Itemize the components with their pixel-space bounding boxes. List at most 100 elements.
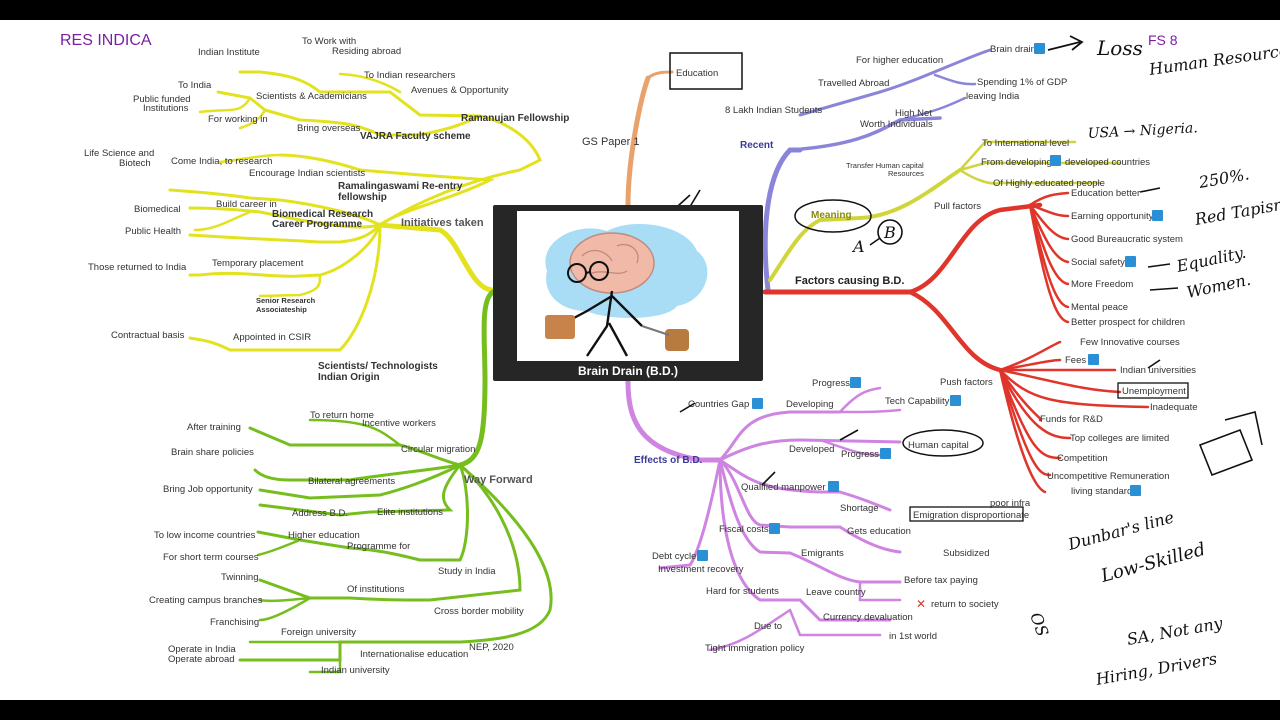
cross-icon: ✕ bbox=[916, 597, 926, 611]
node-debt: Debt cycle bbox=[652, 551, 696, 562]
node-emigrants: Emigrants bbox=[801, 548, 844, 559]
node-short-term: For short term courses bbox=[163, 552, 259, 563]
node-human-capital: Human capital bbox=[908, 440, 969, 451]
node-subsidized: Subsidized bbox=[943, 548, 989, 559]
node-push: Push factors bbox=[940, 377, 993, 388]
node-higher-education: Higher education bbox=[288, 530, 360, 541]
node-build-career: Build career in bbox=[216, 199, 277, 210]
node-qualified: Qualified manpower bbox=[741, 482, 826, 493]
node-address: Address B.D. bbox=[292, 508, 348, 519]
hand-a: A bbox=[851, 237, 865, 256]
hand-circle-b bbox=[877, 219, 903, 245]
node-operate-india: Operate in India bbox=[168, 644, 236, 655]
up-arrow-icon bbox=[1152, 210, 1163, 221]
node-dev-countries: developed countries bbox=[1065, 157, 1150, 168]
node-inadequate: Inadequate bbox=[1150, 402, 1198, 413]
node-hnw-2: Worth Individuals bbox=[860, 119, 933, 130]
node-bmrc-1: Biomedical Research bbox=[272, 209, 373, 220]
node-life-science-2: Biotech bbox=[119, 158, 151, 169]
right-arrow-icon bbox=[1050, 155, 1061, 166]
emigration-box bbox=[909, 506, 1024, 522]
node-hard-students: Hard for students bbox=[706, 586, 779, 597]
pull-item-3: Social safety bbox=[1071, 257, 1125, 268]
node-after-training: After training bbox=[187, 422, 241, 433]
node-bring-job: Bring Job opportunity bbox=[163, 484, 253, 495]
node-return-home: To return home bbox=[310, 410, 374, 421]
node-way-forward: Way Forward bbox=[464, 474, 533, 486]
node-scientists-acad: Scientists & Academicians bbox=[256, 91, 367, 102]
down-arrow-icon bbox=[1130, 485, 1141, 496]
node-leaving: leaving India bbox=[966, 91, 1020, 102]
node-investment: Investment recovery bbox=[658, 564, 744, 575]
node-countries-gap: Countries Gap bbox=[688, 399, 749, 410]
node-transfer-2: Resources bbox=[888, 169, 924, 178]
node-bmrc-2: Career Programme bbox=[272, 219, 362, 230]
node-to-india: To India bbox=[178, 80, 212, 91]
node-sra-2: Associateship bbox=[256, 305, 307, 314]
up-arrow-icon bbox=[1088, 354, 1099, 365]
node-study-india: Study in India bbox=[438, 566, 496, 577]
up-arrow-icon bbox=[1034, 43, 1045, 54]
node-gs-paper: GS Paper 1 bbox=[582, 136, 639, 148]
node-ramalinga-2: fellowship bbox=[338, 192, 387, 203]
node-currency: Currency devaluation bbox=[823, 612, 913, 623]
node-due-to: Due to bbox=[754, 621, 782, 632]
hand-women: Women. bbox=[1185, 270, 1253, 302]
node-ramalinga-1: Ramalingaswami Re-entry bbox=[338, 181, 463, 192]
node-working-in: For working in bbox=[208, 114, 268, 125]
hand-arrow bbox=[1047, 35, 1084, 51]
node-encourage: Encourage Indian scientists bbox=[249, 168, 365, 179]
node-gets-edu: Gets education bbox=[847, 526, 911, 537]
central-node-title: Brain Drain (B.D.) bbox=[577, 364, 678, 378]
down-arrow-icon bbox=[850, 377, 861, 388]
node-public-funded-1: Public funded bbox=[133, 94, 191, 105]
node-twinning: Twinning bbox=[221, 572, 259, 583]
node-recent: Recent bbox=[740, 140, 774, 151]
node-transfer-1: Transfer Human capital bbox=[846, 161, 924, 170]
up-arrow-icon bbox=[1125, 256, 1136, 267]
node-operate-abroad: Operate abroad bbox=[168, 654, 235, 665]
node-spending: Spending 1% of GDP bbox=[977, 77, 1067, 88]
unemployment-box bbox=[1117, 382, 1189, 399]
down-arrow-icon bbox=[950, 395, 961, 406]
node-cross-border: Cross border mobility bbox=[434, 606, 524, 617]
node-meaning: Meaning bbox=[811, 210, 852, 221]
human-capital-circle bbox=[902, 429, 984, 457]
hand-hiring: Hiring, Drivers bbox=[1093, 649, 1218, 689]
node-students: 8 Lakh Indian Students bbox=[725, 105, 822, 116]
node-internationalise: Internationalise education bbox=[360, 649, 468, 660]
node-public-funded-2: Institutions bbox=[143, 103, 189, 114]
meaning-circle bbox=[794, 199, 872, 233]
node-life-science-1: Life Science and bbox=[84, 148, 154, 159]
node-franchising: Franchising bbox=[210, 617, 259, 628]
node-tight: Tight immigration policy bbox=[705, 643, 805, 654]
node-bring-overseas: Bring overseas bbox=[297, 123, 361, 134]
node-indian-inst: Indian Institute bbox=[198, 47, 260, 58]
node-first-world: in 1st world bbox=[889, 631, 937, 642]
mind-map-canvas: GS Paper 1 Education Recent 8 Lakh India… bbox=[0, 20, 1280, 700]
node-travelled: Travelled Abroad bbox=[818, 78, 889, 89]
pull-item-0: Education better bbox=[1071, 188, 1140, 199]
node-tech-cap: Tech Capability bbox=[885, 396, 950, 407]
node-come-india: Come India, to research bbox=[171, 156, 272, 167]
hand-low-skilled: Low-Skilled bbox=[1098, 539, 1208, 587]
node-return-society: return to society bbox=[931, 599, 999, 610]
pull-item-1: Earning opportunity bbox=[1071, 211, 1154, 222]
node-sto-2: Indian Origin bbox=[318, 372, 380, 383]
node-unemployment: Unemployment bbox=[1122, 386, 1186, 397]
node-education: Education bbox=[676, 68, 718, 79]
node-factors: Factors causing B.D. bbox=[795, 275, 904, 287]
node-from-dev: From developing bbox=[981, 157, 1052, 168]
node-contractual: Contractual basis bbox=[111, 330, 185, 341]
node-fees: Fees bbox=[1065, 355, 1086, 366]
hand-strokes bbox=[1139, 187, 1179, 369]
node-csir: Appointed in CSIR bbox=[233, 332, 311, 343]
node-brain-drain: Brain drain bbox=[990, 44, 1036, 55]
node-emigration: Emigration disproportionate bbox=[913, 510, 1029, 521]
hand-os: OS bbox=[1026, 610, 1052, 639]
node-hnw-1: High Net bbox=[895, 108, 932, 119]
node-developing: Developing bbox=[786, 399, 834, 410]
hand-sketch bbox=[1198, 411, 1263, 477]
brain-walking-icon bbox=[545, 223, 708, 357]
node-circular: Circular migration bbox=[401, 444, 475, 455]
